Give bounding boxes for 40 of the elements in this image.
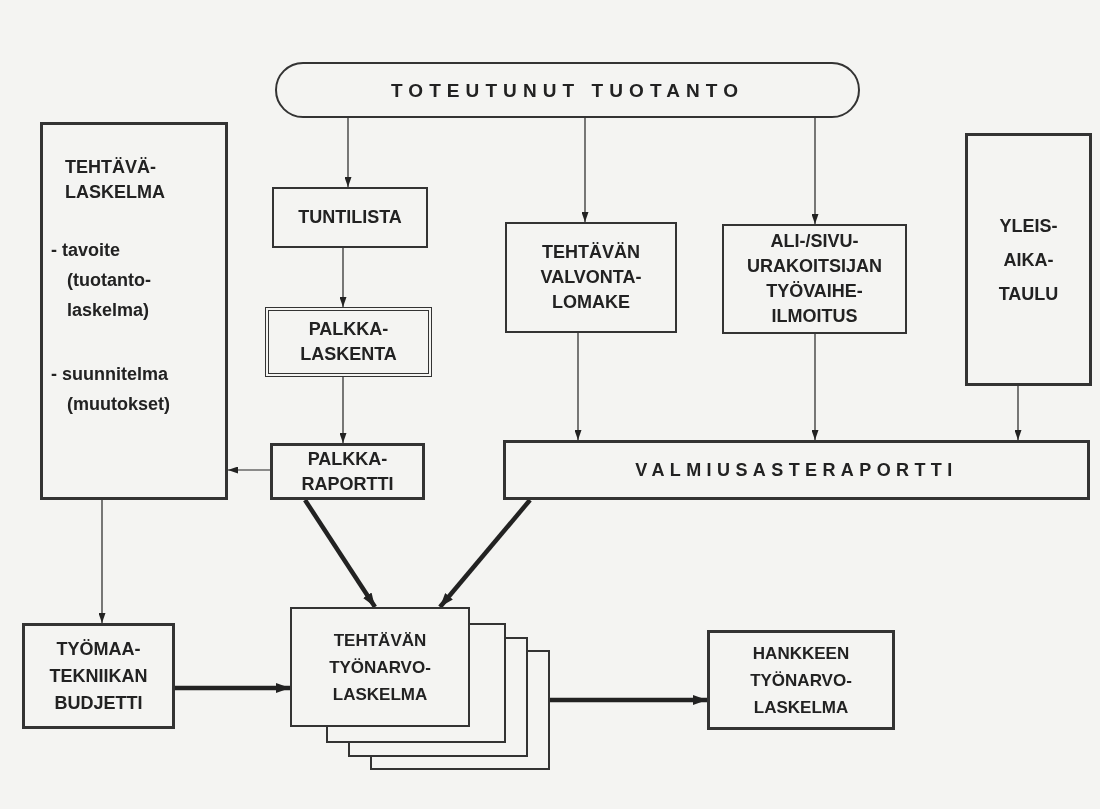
arrow: [550, 695, 707, 705]
arrow: [581, 117, 589, 223]
arrow: [574, 332, 582, 441]
arrow: [98, 499, 106, 624]
process-box: [965, 133, 1092, 386]
process-box: [22, 623, 175, 729]
arrow: [811, 117, 819, 225]
arrow: [339, 376, 347, 444]
process-box: [707, 630, 895, 730]
arrow: [344, 117, 352, 188]
node-label: TUNTILISTA: [298, 206, 402, 229]
heading-text: TEHTÄVÄ- LASKELMA: [65, 156, 166, 204]
arrow: [227, 466, 271, 474]
process-box: [265, 307, 432, 377]
arrow: [175, 683, 290, 693]
process-box: [722, 224, 907, 334]
process-box: [270, 443, 425, 500]
list-item: - tavoite (tuotanto- laskelma): [51, 239, 152, 322]
arrow: [303, 498, 377, 609]
arrow: [1014, 385, 1022, 441]
node-label: HANKKEEN TYÖNARVO- LASKELMA: [749, 642, 853, 719]
node-label: VALMIUSASTERAPORTTI: [635, 458, 958, 482]
node-label: TYÖMAA- TEKNIIKAN BUDJETTI: [48, 637, 149, 715]
node-label: TEHTÄVÄN VALVONTA- LOMAKE: [539, 241, 643, 314]
report-bar: [503, 440, 1090, 500]
process-box: [272, 187, 428, 248]
list-item: - suunnitelma (muutokset): [51, 363, 171, 416]
node-label: PALKKA- RAPORTTI: [300, 447, 395, 496]
arrow: [339, 247, 347, 308]
arrow: [438, 498, 532, 609]
node-label: PALKKA- LASKENTA: [299, 318, 398, 366]
terminal-box: [275, 62, 860, 118]
node-label: TEHTÄVÄN TYÖNARVO- LASKELMA: [328, 629, 432, 706]
document-stack: [290, 607, 550, 770]
document-box: [40, 122, 228, 500]
node-label: YLEIS- AIKA- TAULU: [997, 214, 1060, 306]
node-label: TOTEUTUNUT TUOTANTO: [391, 78, 744, 103]
node-label: ALI-/SIVU- URAKOITSIJAN TYÖVAIHE- ILMOITUS: [746, 230, 883, 328]
arrow: [811, 333, 819, 441]
process-box: [505, 222, 677, 333]
